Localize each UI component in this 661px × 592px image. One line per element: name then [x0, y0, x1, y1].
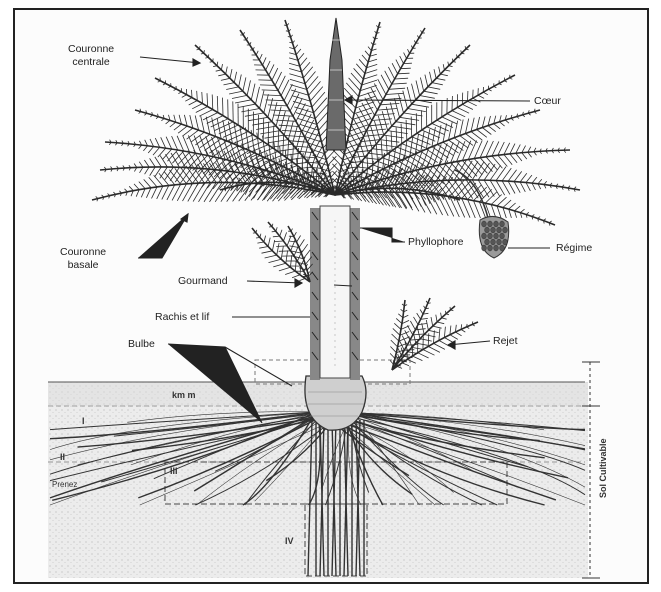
- date-fruit-1: [482, 221, 487, 227]
- frond-3: [105, 135, 335, 195]
- callout-couronne-centrale: [140, 57, 200, 63]
- date-fruit-18: [488, 245, 493, 251]
- date-fruit-7: [497, 227, 502, 233]
- date-fruit-20: [500, 245, 505, 251]
- label-phyllophore: Phyllophore: [408, 236, 463, 249]
- regime-dates: [482, 221, 508, 251]
- date-fruit-9: [482, 233, 487, 239]
- rejet-sucker: [390, 298, 478, 370]
- date-fruit-13: [485, 239, 490, 245]
- callout-gourmand: [247, 281, 302, 283]
- callout-couronne-basale: [138, 214, 188, 258]
- zone-label-4: IV: [285, 536, 294, 546]
- label-coeur: Cœur: [534, 95, 561, 108]
- zone-label-kmm: km m: [172, 390, 196, 400]
- date-fruit-10: [488, 233, 493, 239]
- date-fruit-14: [491, 239, 496, 245]
- trunk-fiber-left: [310, 208, 320, 380]
- date-fruit-3: [494, 221, 499, 227]
- label-rejet: Rejet: [493, 335, 518, 348]
- date-fruit-15: [497, 239, 502, 245]
- label-couronne-basale: Couronne basale: [60, 246, 106, 272]
- date-fruit-5: [485, 227, 490, 233]
- label-bulbe: Bulbe: [128, 338, 155, 351]
- trunk-fiber-right: [350, 208, 360, 380]
- date-fruit-2: [488, 221, 493, 227]
- label-regime: Régime: [556, 242, 592, 255]
- gourmand-offshoot: [252, 222, 313, 282]
- date-fruit-8: [503, 227, 508, 233]
- date-fruit-4: [500, 221, 505, 227]
- zone-label-prenez: Prenez: [52, 480, 77, 489]
- label-gourmand: Gourmand: [178, 275, 228, 288]
- zone-label-1: I: [82, 416, 85, 426]
- zone-label-3: III: [170, 466, 178, 476]
- zone-label-2: II: [60, 452, 65, 462]
- date-fruit-12: [500, 233, 505, 239]
- rejet-frond-1: [392, 321, 478, 370]
- date-fruit-19: [494, 245, 499, 251]
- date-fruit-6: [491, 227, 496, 233]
- date-fruit-11: [494, 233, 499, 239]
- date-fruit-17: [482, 245, 487, 251]
- label-couronne-centrale: Couronne centrale: [68, 43, 114, 69]
- label-sol-vertical: Sol Cultivable: [598, 438, 608, 498]
- callout-phyllophore: [360, 228, 405, 242]
- date-fruit-16: [503, 239, 508, 245]
- label-rachis-et-lif: Rachis et lif: [155, 311, 209, 324]
